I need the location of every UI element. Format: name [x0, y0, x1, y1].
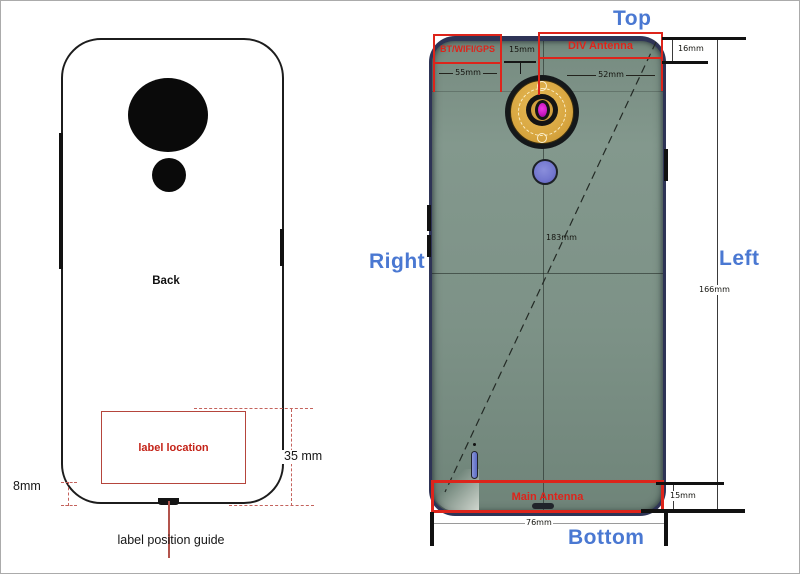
antenna-pin — [471, 451, 478, 479]
sim-tray — [664, 149, 668, 181]
offset-guide-tick-top — [61, 482, 77, 483]
top-dim-line-lower — [662, 61, 708, 64]
label-position-guide-line — [168, 501, 170, 558]
label-location-text: label location — [138, 441, 209, 454]
bottom-dim-line-lower — [641, 509, 745, 513]
div-antenna-box: DIV Antenna — [538, 32, 663, 59]
dim-183mm: 183mm — [546, 233, 577, 242]
camera-lens-small — [152, 158, 186, 192]
label-position-guide-text: label position guide — [117, 533, 225, 547]
camera-lens-glass — [538, 103, 547, 117]
bt-box-right-leg — [500, 64, 502, 92]
dim-52mm: 52mm — [567, 70, 656, 80]
div-antenna-label: DIV Antenna — [568, 39, 633, 52]
orientation-label-right: Right — [369, 250, 426, 273]
bt-wifi-gps-antenna-box: BT/WIFI/GPS — [433, 34, 502, 64]
bottom-dim-line-upper — [656, 482, 724, 485]
bt-box-left-leg — [433, 64, 435, 92]
dim-guide-top — [194, 408, 313, 409]
dim-15mm-gap: 15mm — [509, 45, 535, 54]
dim-55mm: 55mm — [439, 68, 498, 78]
fingerprint-sensor — [532, 159, 558, 185]
right-edge-button — [280, 229, 284, 266]
dim-15mm-bottom: 15mm — [669, 491, 697, 501]
top-dim-line-upper — [662, 37, 746, 40]
center-vertical-line — [543, 41, 544, 512]
dim-guide-bottom — [229, 505, 314, 506]
diagonal-dimension-line — [444, 41, 657, 493]
camera-screw-bottom — [537, 133, 547, 143]
gap-tick-h — [504, 61, 536, 63]
div-box-right-leg — [661, 59, 663, 91]
volume-button — [427, 205, 431, 231]
dim-35mm: 35 mm — [282, 449, 325, 464]
div-box-left-leg — [538, 59, 540, 95]
power-button — [427, 235, 431, 257]
bt-wifi-gps-antenna-label: BT/WIFI/GPS — [440, 44, 495, 54]
main-antenna-label: Main Antenna — [511, 490, 584, 503]
width-dim-end-right — [664, 512, 668, 546]
center-horizontal-line — [432, 273, 663, 274]
offset-guide-tick-bottom — [61, 505, 77, 506]
antenna-pin-dot — [473, 443, 476, 446]
dim-76mm: 76mm — [525, 518, 553, 528]
orientation-label-left: Left — [719, 247, 760, 270]
camera-screw-top — [537, 81, 547, 91]
dim-8mm: 8mm — [13, 479, 41, 493]
orientation-label-bottom: Bottom — [568, 526, 645, 549]
width-dim-end-left — [430, 512, 434, 546]
orientation-label-top: Top — [613, 7, 652, 30]
gap-tick-v — [520, 63, 521, 74]
back-label: Back — [152, 275, 180, 287]
top-dim-tick — [672, 40, 673, 61]
left-edge-button — [59, 133, 63, 269]
main-antenna-box: Main Antenna — [431, 480, 664, 513]
dim-16mm: 16mm — [677, 44, 705, 54]
usb-port — [532, 503, 554, 509]
label-location-box: label location — [101, 411, 246, 484]
dim-166mm: 166mm — [698, 285, 731, 295]
offset-guide-vertical — [68, 482, 69, 506]
height-dim-line — [717, 40, 718, 511]
camera-lens-large — [128, 78, 208, 152]
